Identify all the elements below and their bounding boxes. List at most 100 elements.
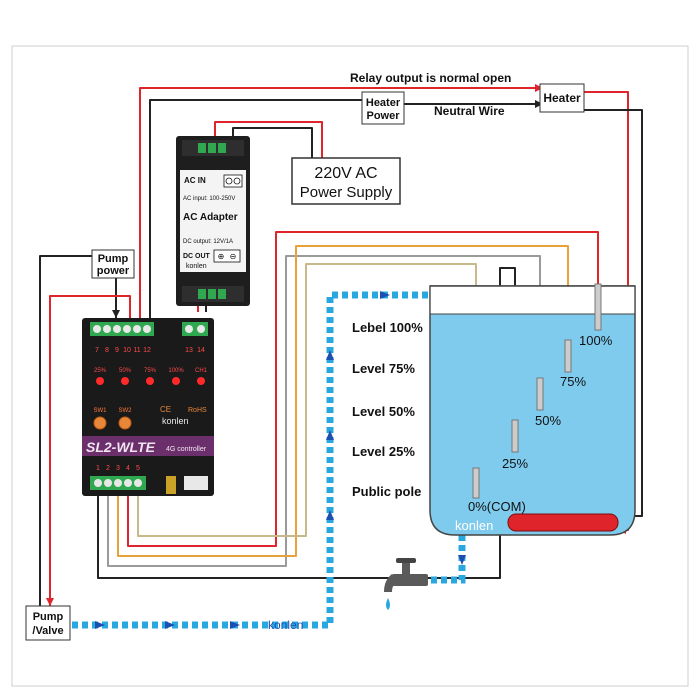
outlet-pipe xyxy=(420,535,466,584)
arrow-right-icon xyxy=(535,100,543,108)
led-label: CH1 xyxy=(195,368,208,374)
controller-brand: konlen xyxy=(162,416,189,426)
terminal-number: 13 xyxy=(185,347,193,354)
relay-note: Relay output is normal open xyxy=(350,71,511,85)
pump-wire-red xyxy=(49,295,131,606)
arrow-down-icon xyxy=(458,555,466,565)
sim-slot-icon xyxy=(184,476,208,490)
controller-model: SL2-WLTE xyxy=(86,439,156,455)
led-50 xyxy=(121,377,129,385)
terminal-number: 1 xyxy=(96,465,100,472)
pump-power-label: power xyxy=(97,265,130,277)
level-label: Public pole xyxy=(352,484,421,499)
arrow-up-icon xyxy=(326,430,334,440)
neutral-wire-label: Neutral Wire xyxy=(434,104,505,118)
faucet-icon xyxy=(384,558,428,610)
top-terminals xyxy=(90,322,208,336)
heater-box: Heater xyxy=(539,83,585,113)
terminal-number: 3 xyxy=(116,465,120,472)
supply-voltage-label: 220V AC xyxy=(314,165,377,182)
pipe-brand-label: konlen xyxy=(268,618,303,632)
water-tank: konlen 100% 75% 50% 25% 0%(COM) xyxy=(429,283,636,536)
led-25 xyxy=(96,377,104,385)
led-label: 25% xyxy=(94,368,107,374)
controller: 7 8 9 10 11 12 13 14 25% 50% 75% 100% CH… xyxy=(82,318,214,496)
diagram-frame xyxy=(11,45,689,687)
adapter-brand: konlen xyxy=(186,263,207,270)
probe-50 xyxy=(536,377,544,411)
rohs-mark: RoHS xyxy=(188,407,207,414)
sw1-button[interactable] xyxy=(93,416,107,430)
probe-25 xyxy=(511,419,519,453)
ce-mark: CE xyxy=(160,405,171,414)
arrow-right-icon xyxy=(95,621,105,629)
led-100 xyxy=(172,377,180,385)
heater-power-box: Heater Power xyxy=(361,91,405,125)
level-label: Level 75% xyxy=(352,361,415,376)
led-75 xyxy=(146,377,154,385)
level-label: Lebel 100% xyxy=(352,320,423,335)
terminal-number: 14 xyxy=(197,347,205,354)
arrow-right-icon xyxy=(380,291,390,299)
led-label: 50% xyxy=(119,368,132,374)
terminal-number: 5 xyxy=(136,465,140,472)
tank-body xyxy=(429,285,636,536)
model-bar xyxy=(82,436,214,456)
heater-power-label: Heater xyxy=(366,97,401,109)
power-supply-box: 220V AC Power Supply xyxy=(291,157,401,205)
ac-wire-black xyxy=(232,127,313,158)
relay-wire-red xyxy=(139,87,535,320)
terminal-number: 12 xyxy=(143,347,151,354)
probe-label-com: 0%(COM) xyxy=(468,499,526,514)
arrow-down-icon xyxy=(112,310,120,318)
tank-brand: konlen xyxy=(455,518,493,533)
led-ch1 xyxy=(197,377,205,385)
pipe-dashed xyxy=(72,291,430,629)
controller-subtitle: 4G controller xyxy=(166,446,207,453)
sw2-label: SW2 xyxy=(118,408,132,414)
sw2-button[interactable] xyxy=(118,416,132,430)
water-pipe: konlen xyxy=(72,291,466,632)
terminal-number: 4 xyxy=(126,465,130,472)
probe-75 xyxy=(564,339,572,373)
tank-air xyxy=(430,286,635,314)
heater-label: Heater xyxy=(543,91,581,105)
adapter-dc-out: DC OUT xyxy=(183,253,211,260)
pump-valve-label: /Valve xyxy=(32,625,63,637)
probe-label-50: 50% xyxy=(535,413,561,428)
adapter-ac-input: AC input: 100-250V xyxy=(183,196,235,202)
level-label: Level 50% xyxy=(352,404,415,419)
terminal-number: 7 xyxy=(95,347,99,354)
ac-adapter: AC IN AC input: 100-250V AC Adapter DC o… xyxy=(176,136,250,306)
pump-power-wire-black xyxy=(39,255,96,620)
adapter-title: AC Adapter xyxy=(183,212,238,223)
probe-label-75: 75% xyxy=(560,374,586,389)
arrow-down-icon xyxy=(46,598,54,606)
terminal-number: 2 xyxy=(106,465,110,472)
heater-element xyxy=(507,513,619,532)
terminal-number: 10 xyxy=(123,347,131,354)
pump-power-label: Pump xyxy=(98,253,129,265)
adapter-ac-in: AC IN xyxy=(184,176,206,185)
level-labels: Lebel 100% Level 75% Level 50% Level 25%… xyxy=(352,320,423,499)
probe-100 xyxy=(594,283,602,331)
ac-wire-red xyxy=(214,121,323,158)
arrow-right-icon xyxy=(535,84,543,92)
probe-label-25: 25% xyxy=(502,456,528,471)
probe-label-100: 100% xyxy=(579,333,613,348)
terminal-number: 8 xyxy=(105,347,109,354)
antenna-connector-icon xyxy=(166,476,176,494)
probe-com xyxy=(472,467,480,499)
led-row: 25% 50% 75% 100% CH1 xyxy=(94,368,208,385)
arrow-right-icon xyxy=(230,621,240,629)
led-label: 100% xyxy=(168,368,184,374)
probe-wire-75 xyxy=(117,245,569,557)
minus-icon: ⊖ xyxy=(230,252,237,261)
arrow-up-icon xyxy=(326,510,334,520)
terminal-number: 11 xyxy=(133,347,140,354)
plus-icon: ⊕ xyxy=(218,252,225,261)
pump-power-box: Pump power xyxy=(91,249,135,279)
terminal-number: 9 xyxy=(115,347,119,354)
arrow-right-icon xyxy=(165,621,175,629)
